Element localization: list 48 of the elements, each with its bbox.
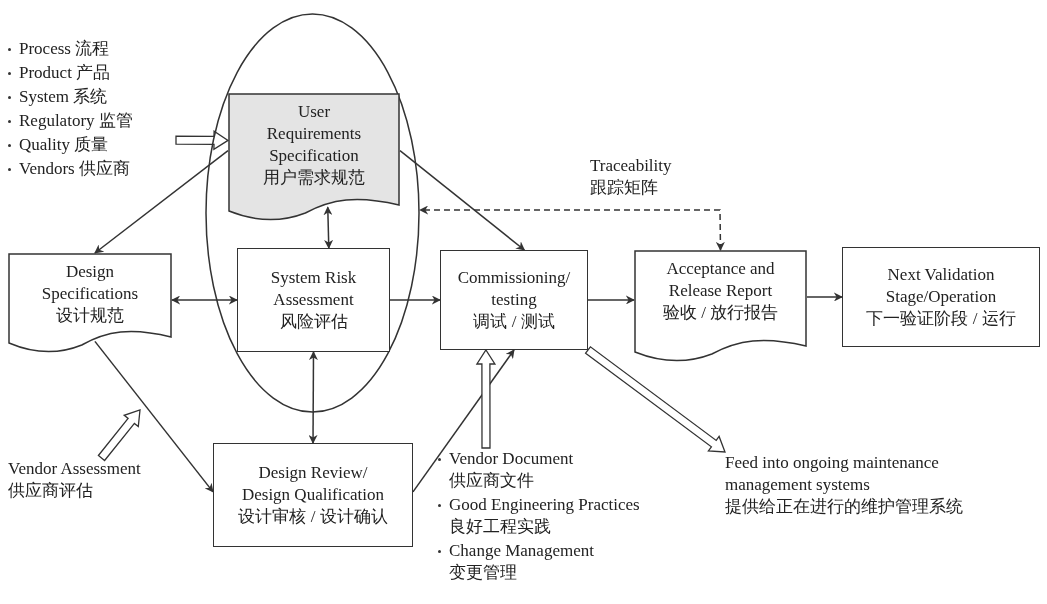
list-item: Change Management 变更管理 xyxy=(449,540,594,585)
arrow xyxy=(323,206,334,249)
box-title: Design Specifications xyxy=(40,261,140,306)
list-item: Vendors 供应商 xyxy=(19,158,130,181)
box-subtitle: 设计审核 / 设计确认 xyxy=(238,506,388,529)
arrow xyxy=(308,351,318,444)
arrow xyxy=(587,295,635,305)
list-item: Good Engineering Practices 良好工程实践 xyxy=(449,494,640,539)
box-subtitle: 验收 / 放行报告 xyxy=(662,302,779,325)
note-text: Vendor Assessment xyxy=(8,458,142,480)
box-subtitle: 设计规范 xyxy=(56,305,124,328)
box-title: System Risk Assessment xyxy=(269,266,358,311)
hollow-arrow xyxy=(584,345,726,453)
list-item: Vendor Document 供应商文件 xyxy=(449,448,574,493)
box-subtitle: 用户需求规范 xyxy=(263,167,365,190)
process-box xyxy=(237,248,390,352)
box-title: Design Review/ Design Qualification xyxy=(240,461,386,506)
box-title: User Requirements Specification xyxy=(265,101,363,168)
list-item: Product 产品 xyxy=(19,62,111,85)
hollow-arrow xyxy=(475,348,497,449)
arrow xyxy=(94,340,214,493)
box-subtitle: 风险评估 xyxy=(279,311,348,334)
process-box xyxy=(213,443,413,547)
document-shape xyxy=(228,93,400,221)
note-text: Feed into ongoing maintenance management systems xyxy=(725,452,940,497)
note-text: 提供给正在进行的维护管理系统 xyxy=(725,496,964,519)
list-item: Regulatory 监管 xyxy=(19,110,133,133)
list-item: System 系统 xyxy=(19,86,108,109)
dashed-arrow xyxy=(419,205,725,251)
arrow xyxy=(412,349,515,493)
hollow-arrow xyxy=(175,130,230,151)
box-subtitle: 调试 / 测试 xyxy=(473,311,555,334)
arrow xyxy=(171,295,238,305)
document-shape xyxy=(8,253,172,353)
process-box xyxy=(842,247,1040,347)
arrow xyxy=(389,295,441,305)
box-title: Acceptance and Release Report xyxy=(665,258,776,303)
box-subtitle: 下一验证阶段 / 运行 xyxy=(866,308,1016,331)
note-text: 供应商评估 xyxy=(8,480,94,503)
process-box xyxy=(440,250,588,350)
arrow xyxy=(399,149,526,251)
box-title: Next Validation Stage/Operation xyxy=(884,263,998,308)
box-title: Commissioning/ testing xyxy=(456,266,572,311)
arrow xyxy=(806,292,843,302)
list-item: Quality 质量 xyxy=(19,134,109,157)
document-shape xyxy=(634,250,807,362)
list-item: Process 流程 xyxy=(19,38,110,60)
hollow-arrow xyxy=(97,409,141,462)
